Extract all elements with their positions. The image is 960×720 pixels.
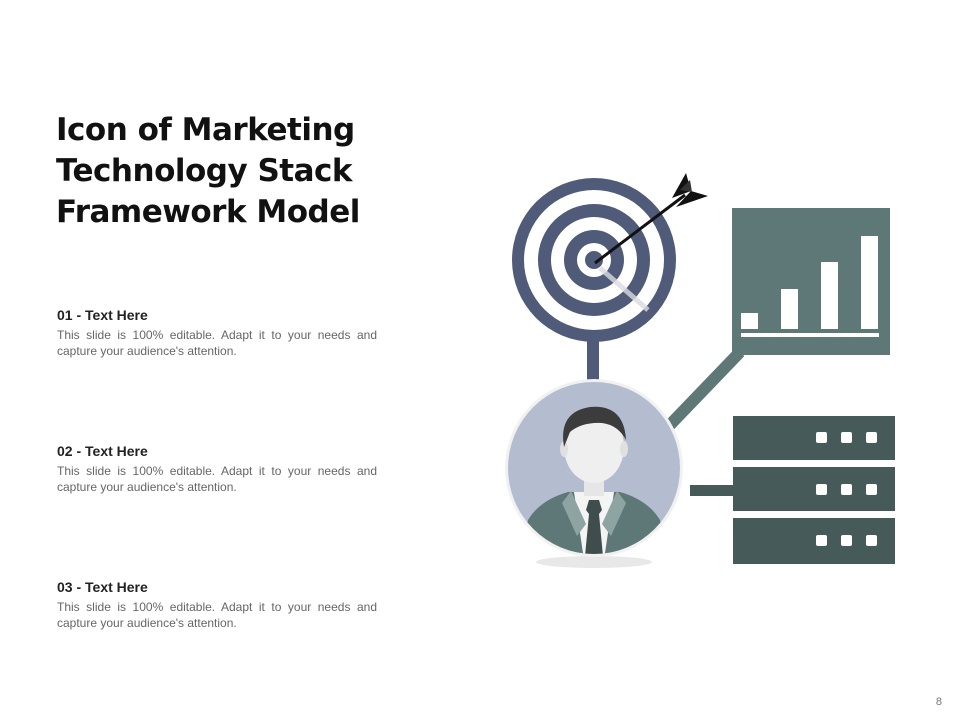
- server-rack-icon: [733, 416, 895, 564]
- slide-title-line-2: Technology Stack: [56, 153, 353, 189]
- slide-title-line-3: Framework Model: [56, 194, 360, 230]
- chart-connector: [660, 347, 745, 435]
- text-block-body: This slide is 100% editable. Adapt it to…: [57, 328, 377, 358]
- arrow-icon: [594, 173, 708, 265]
- text-block-3: 03 - Text Here This slide is 100% editab…: [57, 578, 377, 631]
- text-block-heading: 01 - Text Here: [57, 307, 148, 323]
- text-block-1: 01 - Text Here This slide is 100% editab…: [57, 306, 377, 359]
- text-block-body: This slide is 100% editable. Adapt it to…: [57, 464, 377, 494]
- slide-title: Icon of Marketing Technology Stack Frame…: [56, 110, 436, 233]
- text-block-heading: 02 - Text Here: [57, 443, 148, 459]
- text-block-heading: 03 - Text Here: [57, 579, 148, 595]
- target-icon: [512, 178, 676, 342]
- target-connector: [587, 328, 599, 388]
- text-block-body: This slide is 100% editable. Adapt it to…: [57, 600, 377, 630]
- bar-chart-icon: [732, 208, 890, 355]
- text-block-2: 02 - Text Here This slide is 100% editab…: [57, 442, 377, 495]
- businessman-avatar-icon: [505, 379, 683, 568]
- page-number: 8: [935, 696, 942, 708]
- slide-title-line-1: Icon of Marketing: [56, 112, 355, 148]
- server-connector: [690, 485, 736, 496]
